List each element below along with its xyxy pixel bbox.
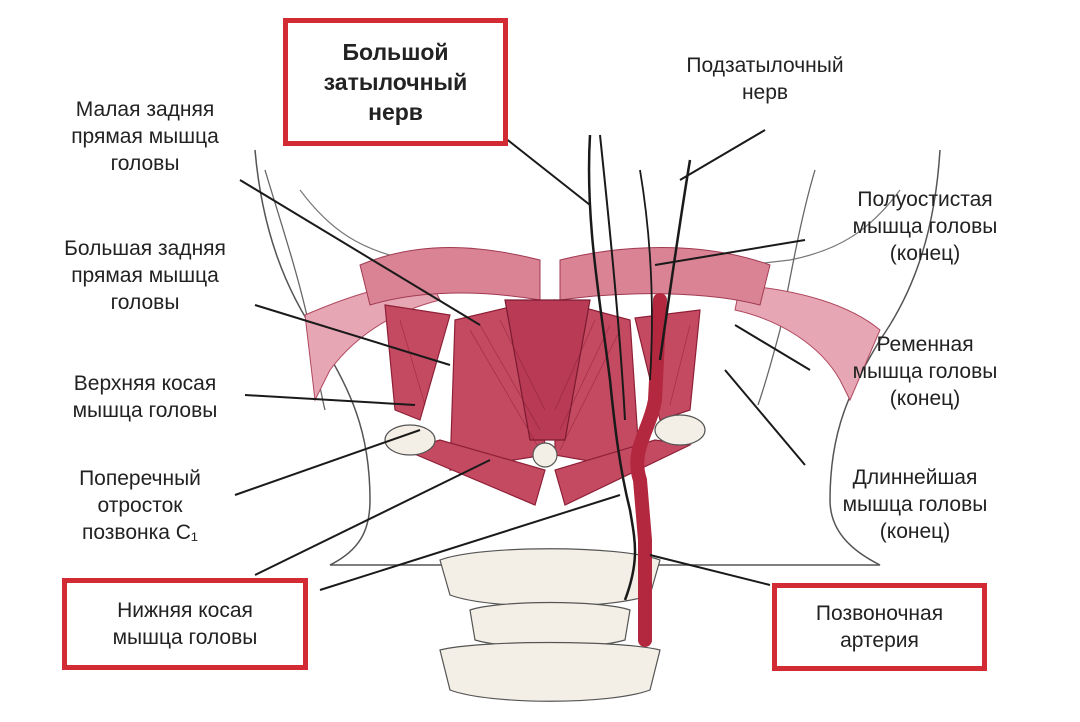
label-line: головы	[110, 152, 180, 175]
atlas-tubercle	[532, 442, 558, 468]
label-longissimus: Длиннейшая мышца головы (конец)	[805, 464, 1025, 545]
leader-lines	[234, 129, 811, 591]
vertebra-c3	[469, 601, 631, 649]
label-line: нерв	[741, 81, 789, 104]
label-line: затылочный	[323, 69, 468, 95]
greater-occipital-nerve-path	[587, 134, 637, 601]
label-line: Ременная	[876, 333, 974, 356]
label-line: (конец)	[889, 242, 961, 265]
label-line: прямая мышца	[71, 264, 219, 287]
suboccipital-nerve-path	[658, 159, 692, 361]
label-line: Большой	[342, 39, 449, 65]
label-line: Поперечный	[79, 467, 201, 490]
label-oblique-inferior: Нижняя косая мышца головы	[62, 578, 308, 670]
label-line: мышца головы	[842, 493, 988, 516]
label-line: головы	[110, 291, 180, 314]
label-line: мышца головы	[852, 360, 998, 383]
label-line: (конец)	[879, 520, 951, 543]
vertebral-artery	[630, 293, 667, 647]
label-line: отросток	[97, 494, 183, 517]
label-line: Большая задняя	[64, 237, 226, 260]
label-line: нерв	[368, 99, 423, 125]
label-splenius: Ременная мышца головы (конец)	[815, 331, 1035, 412]
label-line: позвонка C₁	[81, 521, 199, 544]
oblique-superior-left	[384, 304, 451, 421]
label-line: Подзатылочный	[686, 54, 844, 77]
atlas-process-left	[384, 424, 436, 456]
label-transverse-process: Поперечный отросток позвонка C₁	[35, 465, 245, 546]
label-line: мышца головы	[852, 215, 998, 238]
splenius-right	[734, 284, 881, 402]
semispinalis-band	[359, 247, 541, 306]
label-line: Нижняя косая	[117, 599, 253, 622]
label-rectus-minor: Малая задняя прямая мышца головы	[35, 96, 255, 177]
label-line: Позвоночная	[815, 602, 944, 625]
vertebra-c4	[439, 641, 661, 702]
label-rectus-major: Большая задняя прямая мышца головы	[25, 235, 265, 316]
label-greater-occipital-nerve: Большой затылочный нерв	[283, 18, 508, 146]
label-suboccipital-nerve: Подзатылочный нерв	[640, 52, 890, 106]
label-line: Длиннейшая	[852, 466, 978, 489]
atlas-process-right	[654, 414, 706, 446]
label-oblique-superior: Верхняя косая мышца головы	[35, 370, 255, 424]
vertebra-c2	[439, 548, 661, 607]
label-line: мышца головы	[72, 399, 218, 422]
skull-base-right	[659, 189, 901, 276]
greater-occipital-nerve-branch	[599, 134, 626, 421]
label-line: прямая мышца	[71, 125, 219, 148]
label-line: Малая задняя	[75, 98, 215, 121]
label-vertebral-artery: Позвоночная артерия	[772, 583, 987, 671]
label-semispinalis: Полуостистая мышца головы (конец)	[815, 186, 1035, 267]
oblique-superior-right	[634, 309, 701, 421]
suboccipital-nerve-branch	[639, 169, 653, 381]
label-line: Полуостистая	[857, 188, 993, 211]
label-line: (конец)	[889, 387, 961, 410]
label-line: артерия	[840, 629, 919, 652]
label-line: мышца головы	[112, 626, 258, 649]
label-line: Верхняя косая	[73, 372, 217, 395]
